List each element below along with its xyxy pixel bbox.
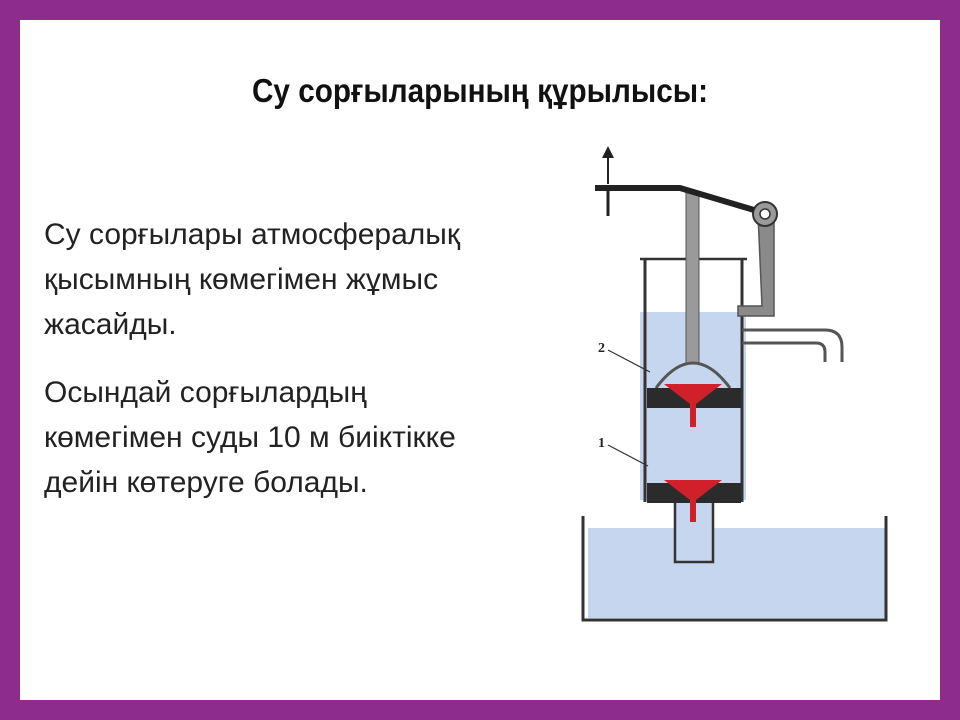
- paragraph-line: жасайды.: [44, 308, 177, 341]
- pivot-pin: [759, 208, 771, 220]
- label-1-leader: [607, 444, 649, 467]
- piston-rod: [685, 191, 700, 379]
- reservoir-water: [588, 528, 885, 618]
- spout-bottom: [742, 341, 827, 362]
- spout-top: [742, 328, 844, 362]
- pump-diagram: 2 1: [581, 146, 888, 622]
- paragraph-line: Су сорғылары атмосфералық: [44, 218, 460, 251]
- slide-title: Су сорғыларының құрылысы:: [251, 72, 709, 109]
- paragraph-line: Осындай сорғылардың: [44, 376, 367, 409]
- upper-valve: [664, 384, 722, 427]
- reservoir-tank: [581, 516, 888, 622]
- lower-valve: [664, 480, 722, 522]
- paragraph-line: көмегімен суды 10 м биіктікке: [44, 421, 456, 454]
- label-1: 1: [598, 436, 605, 451]
- piston-valve-dome: [654, 361, 732, 389]
- label-2-leader: [607, 349, 651, 373]
- paragraph-2: Осындай сорғылардың көмегімен суды 10 м …: [44, 370, 524, 505]
- paragraph-line: дейін көтеруге болады.: [44, 466, 368, 499]
- slide: Су сорғыларының құрылысы: Су сорғылары а…: [20, 20, 940, 700]
- pump-lever: [595, 185, 755, 213]
- up-arrow-icon: [602, 146, 614, 158]
- paragraph-1: Су сорғылары атмосфералық қысымның көмег…: [44, 212, 524, 347]
- label-2: 2: [598, 341, 605, 356]
- paragraph-line: қысымның көмегімен жұмыс: [44, 263, 439, 296]
